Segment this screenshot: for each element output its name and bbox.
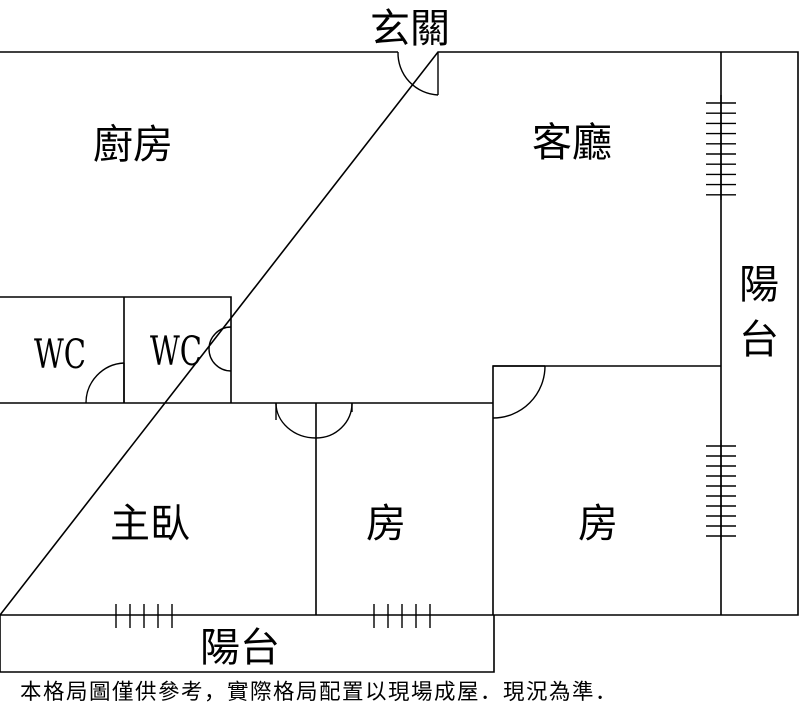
- balcony-window-lower: [706, 440, 736, 540]
- bottom-window-left: [115, 604, 173, 628]
- entrance-label: 玄關: [370, 6, 450, 52]
- right-bedroom-door: [492, 365, 546, 419]
- wc-right-label: WC: [150, 329, 202, 375]
- kitchen-label: 廚房: [93, 122, 173, 168]
- entrance-door: [397, 51, 439, 96]
- wc-left-door: [85, 362, 125, 404]
- living-room-label: 客廳: [532, 120, 612, 166]
- balcony-window-upper: [706, 95, 736, 200]
- middle-bedroom-door: [315, 402, 353, 439]
- wc-block-wall: [0, 296, 232, 403]
- right-balcony-label: 陽 台: [739, 262, 792, 363]
- outer-wall: [0, 51, 799, 616]
- wc-left-label: WC: [34, 332, 86, 378]
- disclaimer-note: 本格局圖僅供參考，實際格局配置以現場成屋．現況為準．: [20, 680, 619, 705]
- wc-right-door: [208, 326, 232, 372]
- right-bedroom-label: 房: [578, 501, 618, 547]
- bottom-balcony-wall: [0, 615, 495, 673]
- bottom-balcony-label: 陽台: [200, 625, 280, 671]
- bottom-window-right: [373, 604, 431, 628]
- right-bedroom-wall: [492, 365, 721, 615]
- master-bedroom-door: [275, 402, 317, 439]
- master-bedroom-label: 主臥: [110, 501, 190, 547]
- middle-bedroom-label: 房: [366, 501, 406, 547]
